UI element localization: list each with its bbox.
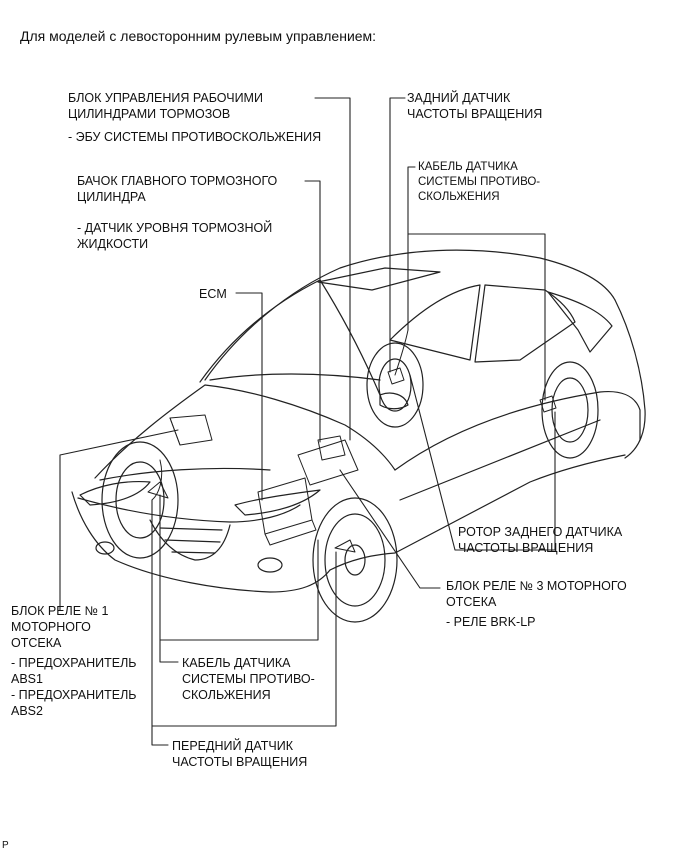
callout-line: СИСТЕМЫ ПРОТИВО- (182, 672, 315, 686)
callout-line: БЛОК РЕЛЕ № 3 МОТОРНОГО (446, 579, 627, 593)
callout-rear-rotor: РОТОР ЗАДНЕГО ДАТЧИКА ЧАСТОТЫ ВРАЩЕНИЯ (458, 524, 622, 556)
callout-line: ЦИЛИНДРА (77, 190, 146, 204)
callout-relay-block-3: БЛОК РЕЛЕ № 3 МОТОРНОГО ОТСЕКА - РЕЛЕ BR… (446, 578, 627, 630)
callout-subitem: - ПРЕДОХРАНИТЕЛЬ (11, 688, 137, 702)
callout-subitem: ABS1 (11, 672, 43, 686)
callout-brake-actuator: БЛОК УПРАВЛЕНИЯ РАБОЧИМИ ЦИЛИНДРАМИ ТОРМ… (68, 90, 321, 145)
callout-line: СИСТЕМЫ ПРОТИВО- (418, 176, 541, 188)
callout-subitem: - РЕЛЕ BRK-LP (446, 615, 536, 629)
callout-front-speed-sensor: ПЕРЕДНИЙ ДАТЧИК ЧАСТОТЫ ВРАЩЕНИЯ (172, 738, 307, 770)
callout-line: БЛОК РЕЛЕ № 1 (11, 604, 109, 618)
callout-rear-cable: КАБЕЛЬ ДАТЧИКА СИСТЕМЫ ПРОТИВО- СКОЛЬЖЕН… (418, 160, 540, 205)
figure-code: P (2, 840, 9, 851)
callout-line: ОТСЕКА (446, 595, 497, 609)
callout-line: БЛОК УПРАВЛЕНИЯ РАБОЧИМИ (68, 91, 263, 105)
callout-subitem: ABS2 (11, 704, 43, 718)
leader-lines (59, 97, 556, 746)
callout-subitem: ЖИДКОСТИ (77, 237, 149, 251)
callout-subitem: - ПРЕДОХРАНИТЕЛЬ (11, 656, 137, 670)
callout-line: ЧАСТОТЫ ВРАЩЕНИЯ (407, 107, 543, 121)
callout-line: СКОЛЬЖЕНИЯ (418, 191, 500, 203)
callout-relay-block-1: БЛОК РЕЛЕ № 1 МОТОРНОГО ОТСЕКА - ПРЕДОХР… (11, 603, 137, 719)
callout-rear-speed-sensor: ЗАДНИЙ ДАТЧИК ЧАСТОТЫ ВРАЩЕНИЯ (407, 90, 542, 122)
callout-line: ПЕРЕДНИЙ ДАТЧИК (172, 739, 293, 753)
callout-ecm: ECM (199, 287, 227, 301)
callout-line: МОТОРНОГО (11, 620, 91, 634)
callout-line: РОТОР ЗАДНЕГО ДАТЧИКА (458, 525, 623, 539)
callout-subitem: - ЭБУ СИСТЕМЫ ПРОТИВОСКОЛЬЖЕНИЯ (68, 130, 322, 144)
callout-line: КАБЕЛЬ ДАТЧИКА (418, 161, 518, 173)
callout-line: СКОЛЬЖЕНИЯ (182, 688, 271, 702)
callout-front-cable: КАБЕЛЬ ДАТЧИКА СИСТЕМЫ ПРОТИВО- СКОЛЬЖЕН… (182, 655, 315, 703)
components (147, 329, 557, 553)
callout-line: БАЧОК ГЛАВНОГО ТОРМОЗНОГО (77, 174, 278, 188)
car-outline (71, 249, 646, 623)
callout-line: КАБЕЛЬ ДАТЧИКА (182, 656, 291, 670)
callout-master-cylinder: БАЧОК ГЛАВНОГО ТОРМОЗНОГО ЦИЛИНДРА - ДАТ… (77, 173, 277, 252)
callout-line: ЦИЛИНДРАМИ ТОРМОЗОВ (68, 107, 231, 121)
callout-line: ЗАДНИЙ ДАТЧИК (407, 91, 511, 105)
callout-subitem: - ДАТЧИК УРОВНЯ ТОРМОЗНОЙ (77, 221, 273, 235)
callout-line: ЧАСТОТЫ ВРАЩЕНИЯ (172, 755, 308, 769)
diagram-header: Для моделей с левосторонним рулевым упра… (20, 28, 377, 44)
callout-line: ЧАСТОТЫ ВРАЩЕНИЯ (458, 541, 594, 555)
callout-line: ОТСЕКА (11, 636, 62, 650)
